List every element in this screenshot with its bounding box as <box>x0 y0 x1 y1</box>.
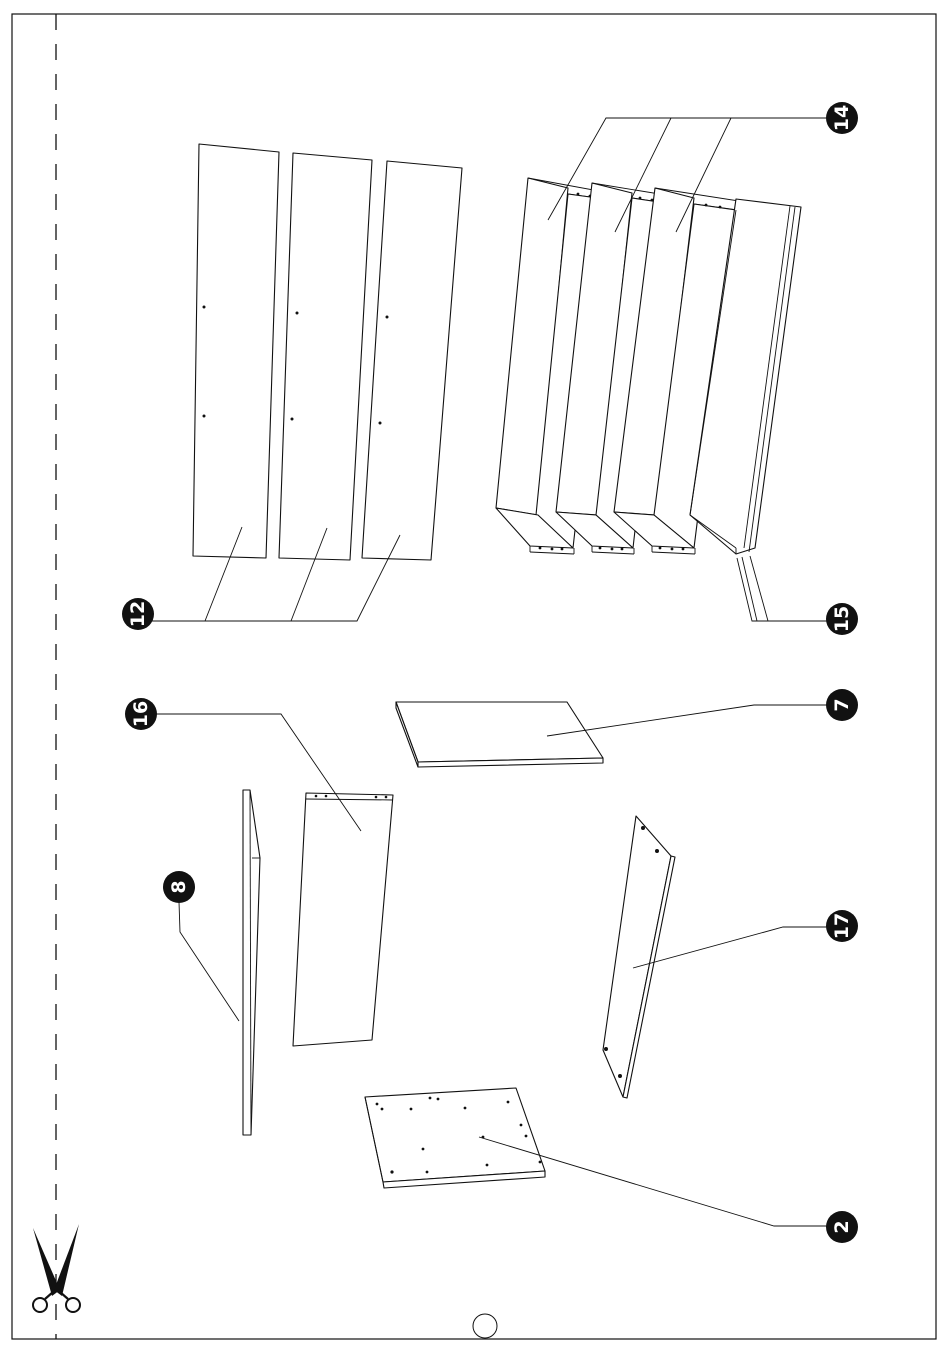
svg-text:17: 17 <box>831 913 853 939</box>
panel-12c <box>362 161 462 560</box>
callout-8: 8 <box>163 871 195 903</box>
svg-text:2: 2 <box>831 1220 853 1233</box>
callout-14: 14 <box>826 102 858 134</box>
callout-7: 7 <box>826 689 858 721</box>
callout-17: 17 <box>826 910 858 942</box>
callout-15: 15 <box>826 603 858 635</box>
svg-text:7: 7 <box>831 698 853 711</box>
svg-text:15: 15 <box>831 606 853 632</box>
drawer-group-14 <box>496 178 801 554</box>
svg-text:14: 14 <box>831 105 853 131</box>
panel-group-12 <box>193 144 462 560</box>
svg-text:8: 8 <box>168 880 190 893</box>
svg-text:16: 16 <box>130 701 152 727</box>
base-2 <box>365 1088 545 1182</box>
callout-2: 2 <box>826 1211 858 1243</box>
callout-16: 16 <box>125 698 157 730</box>
callout-12: 12 <box>122 598 154 630</box>
panel-12b <box>279 153 372 560</box>
panel-17 <box>603 816 671 1097</box>
side-8 <box>243 790 260 1135</box>
svg-text:12: 12 <box>127 601 149 627</box>
scissors-icon <box>33 1224 80 1312</box>
panel-12a <box>193 144 279 558</box>
page-number-circle <box>473 1314 497 1338</box>
panel-16 <box>293 793 393 1046</box>
